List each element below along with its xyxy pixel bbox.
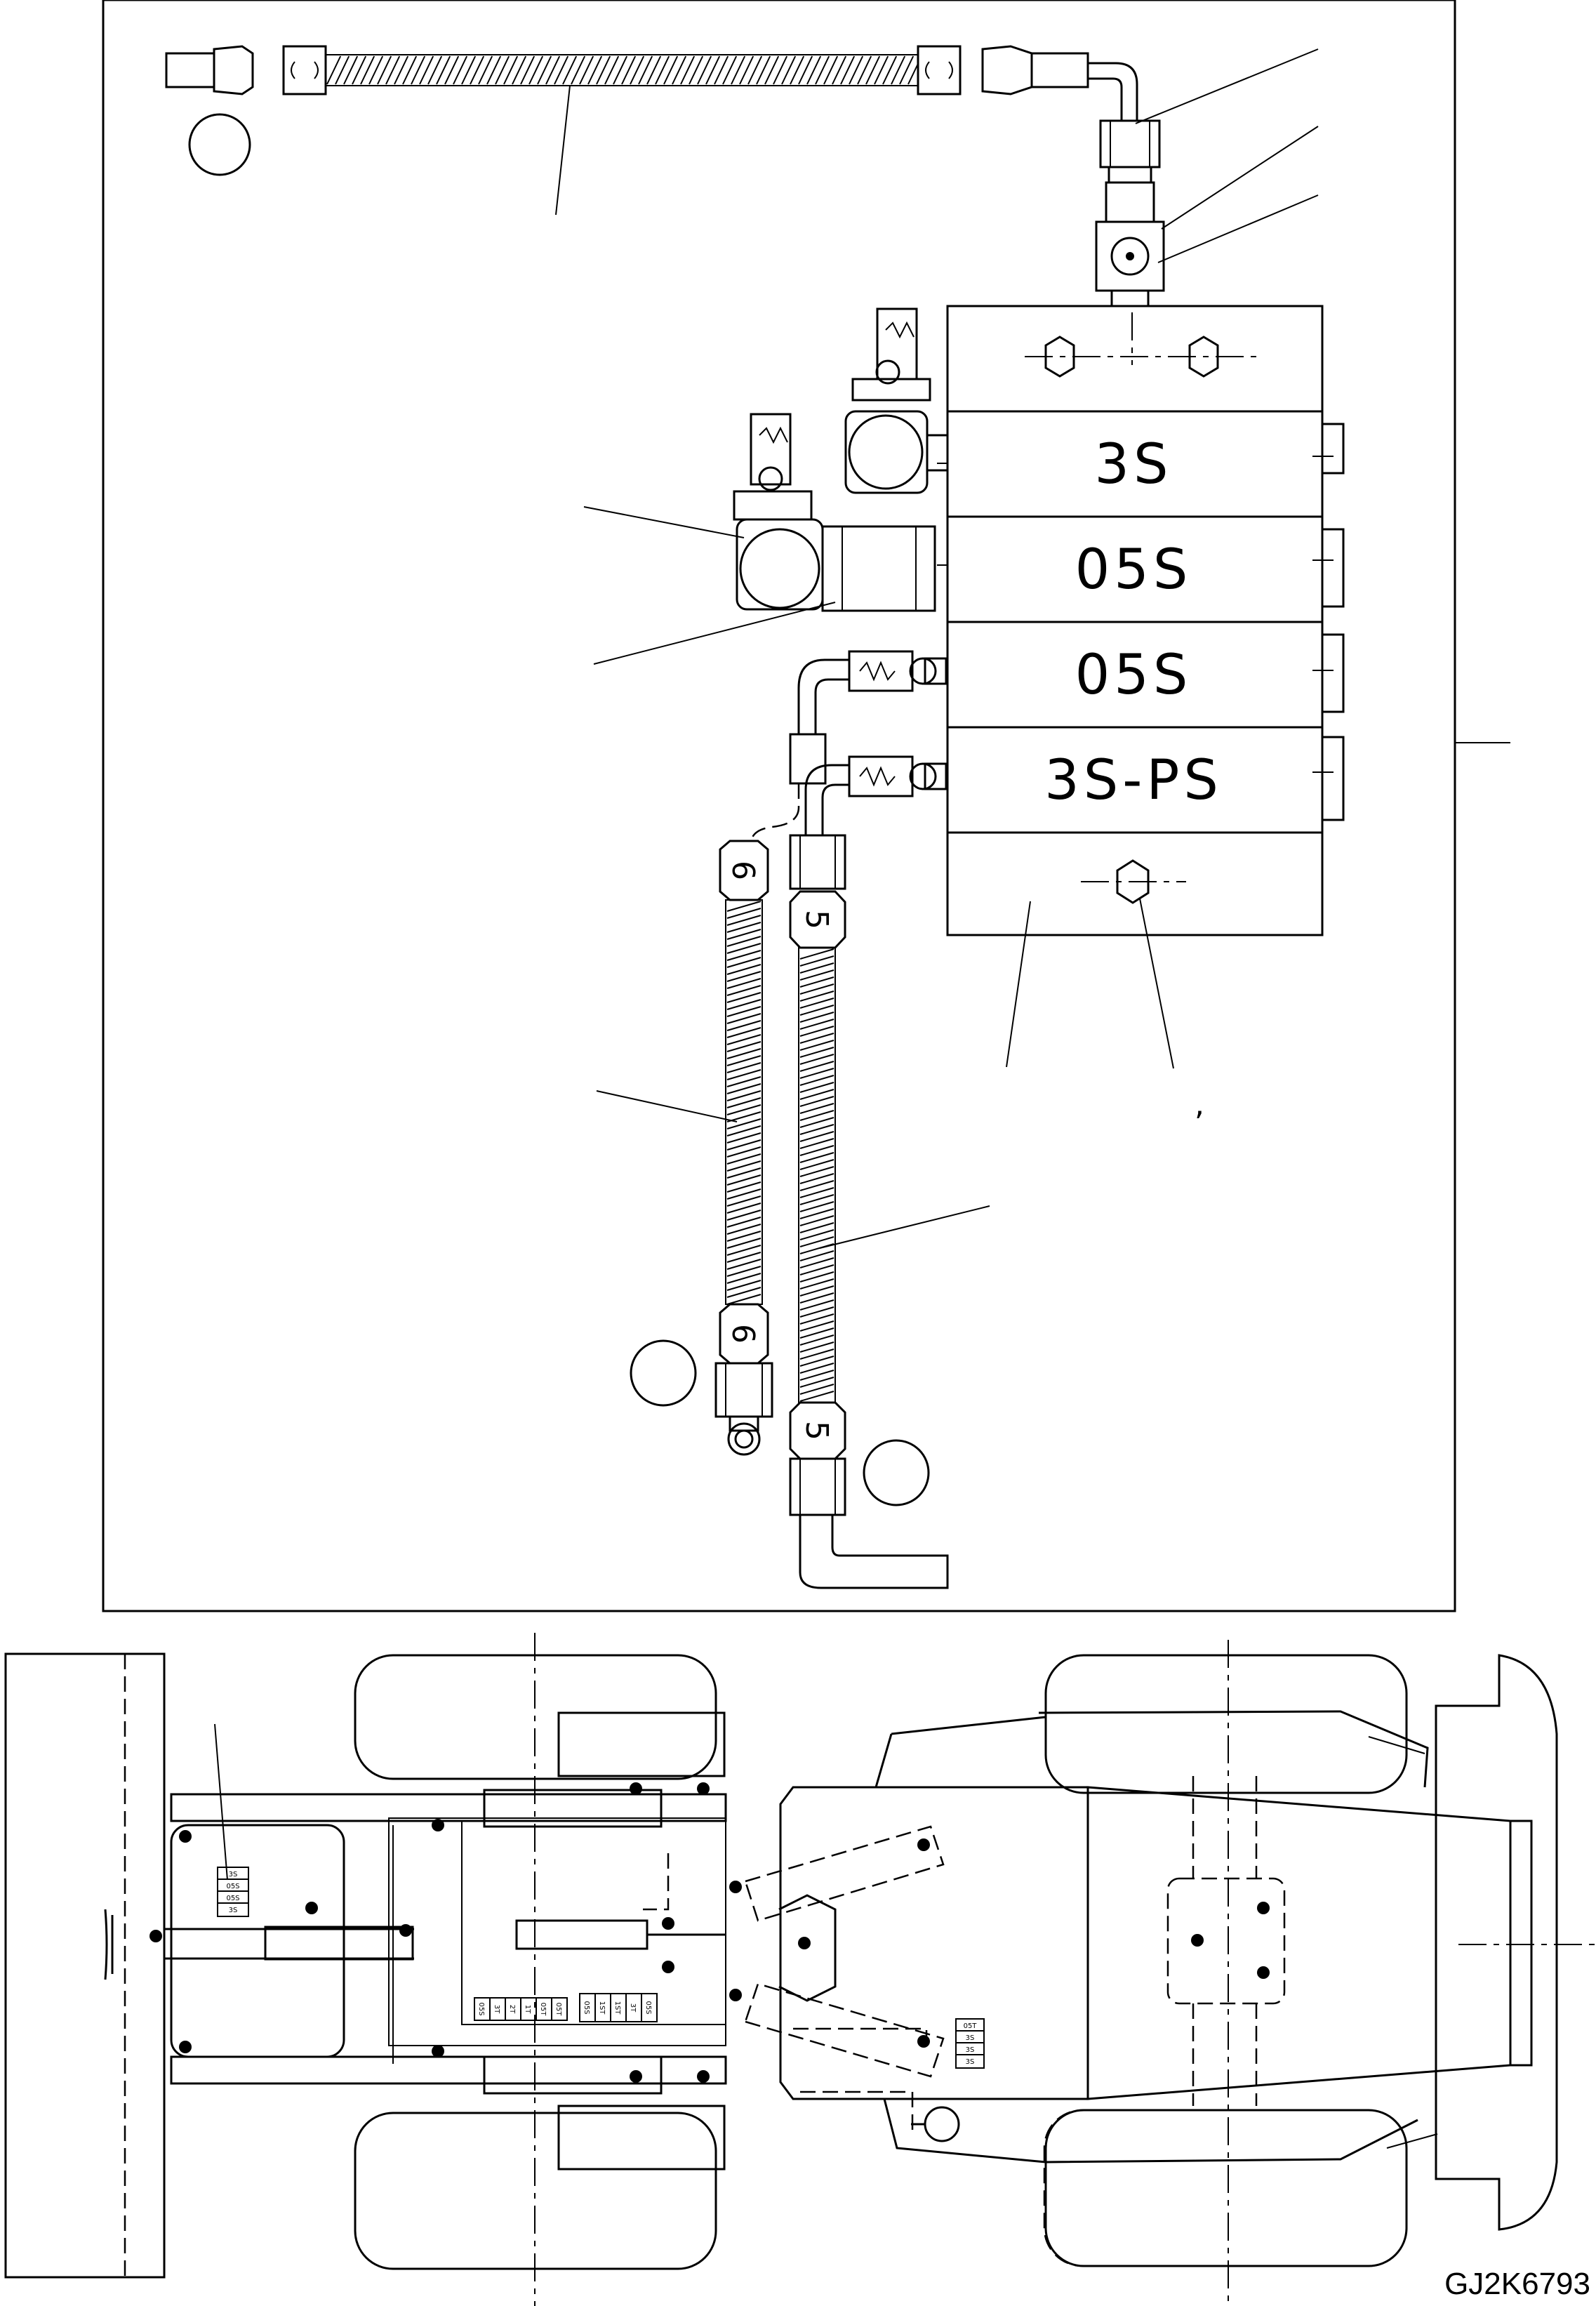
svg-text:05T: 05T — [964, 2022, 978, 2030]
svg-text:3S: 3S — [966, 2046, 975, 2054]
svg-text:3S: 3S — [229, 1871, 238, 1878]
machine-plan-view: 3S 05S 05S 3S 05T 3S 3S 3S 05S 3T 2T 1T — [4, 1633, 1596, 2306]
vertical-hose-5: 5 5 — [789, 834, 949, 1589]
svg-text:3S: 3S — [966, 2034, 975, 2042]
svg-text:05S: 05S — [226, 1895, 239, 1902]
hose-routing — [750, 658, 849, 844]
svg-text:1ST: 1ST — [613, 2001, 621, 2015]
svg-text:05S: 05S — [226, 1883, 239, 1890]
block-label-4: 3S-PS — [1044, 749, 1223, 812]
ref-circle-a — [188, 113, 251, 176]
svg-text:3S: 3S — [229, 1907, 238, 1914]
svg-text:3S: 3S — [966, 2058, 975, 2066]
plan-label-stack-right: 05T 3S 3S 3S — [955, 2018, 985, 2069]
comma-note: , — [1195, 1087, 1204, 1122]
plan-label-group-a: 05S 3T 2T 1T 05T 05T — [474, 1997, 568, 2021]
hose-number-5-top: 5 — [799, 910, 834, 929]
detail-frame — [102, 0, 1456, 1612]
block-label-3: 05S — [1075, 644, 1192, 707]
hose-number-6-top: 6 — [725, 861, 761, 880]
check-valve-upper — [848, 650, 947, 692]
leader-lines — [555, 48, 1510, 1249]
relief-valve-lower — [733, 413, 936, 612]
svg-text:05T: 05T — [539, 2003, 547, 2017]
plan-label-group-b: 05S 1ST 1ST 3T 05S — [579, 1993, 658, 2022]
drawing-code: GJ2K6793 — [1444, 2267, 1590, 2301]
ref-circle-c — [863, 1439, 930, 1506]
ref-circle-b — [630, 1339, 697, 1407]
svg-text:05T: 05T — [554, 2003, 562, 2017]
vertical-hose-6: 6 6 — [714, 840, 773, 1456]
svg-text:05S: 05S — [477, 2002, 485, 2015]
svg-text:1ST: 1ST — [598, 2001, 606, 2015]
svg-text:05S: 05S — [644, 2001, 652, 2014]
distributor-block: 3S 05S 05S 3S-PS — [937, 305, 1345, 936]
check-valve-lower — [848, 755, 947, 797]
hose-number-6-bottom: 6 — [725, 1324, 761, 1344]
svg-text:3T: 3T — [629, 2003, 637, 2013]
hose-number-5-bottom: 5 — [799, 1421, 834, 1440]
svg-text:2T: 2T — [508, 2005, 516, 2014]
block-label-1: 3S — [1094, 433, 1172, 496]
svg-text:1T: 1T — [524, 2005, 531, 2014]
top-elbow-fitting — [1095, 119, 1165, 307]
plan-label-stack-left: 3S 05S 05S 3S — [217, 1867, 249, 1917]
svg-text:3T: 3T — [493, 2005, 500, 2014]
svg-text:05S: 05S — [583, 2001, 590, 2014]
relief-valve-upper — [844, 307, 949, 494]
top-hose — [165, 45, 1138, 121]
block-label-2: 05S — [1075, 538, 1192, 602]
